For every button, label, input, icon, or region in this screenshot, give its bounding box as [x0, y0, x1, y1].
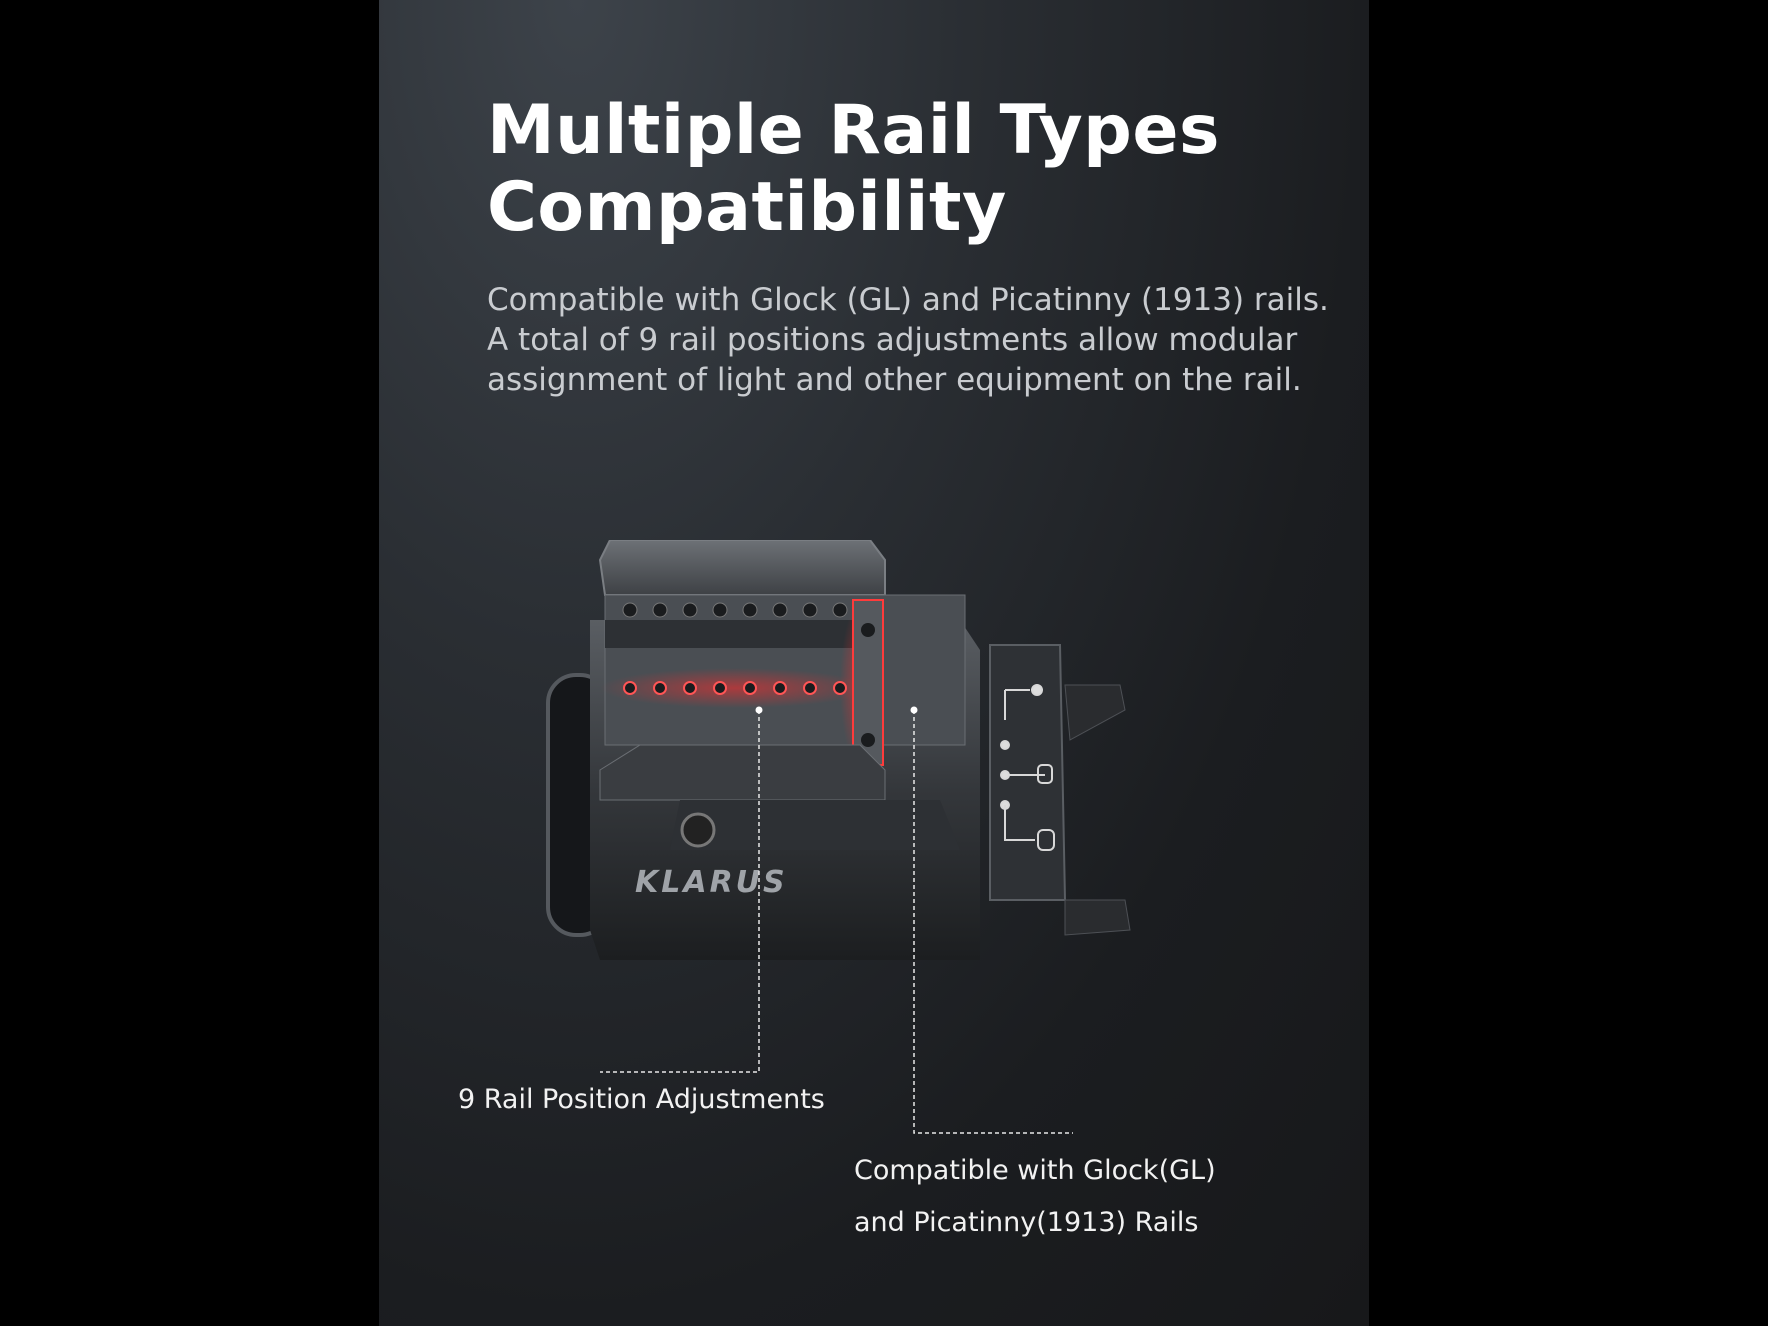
callout-compat-line-1: Compatible with Glock(GL): [854, 1155, 1216, 1186]
rail-highlight: [600, 668, 870, 708]
callout-rail-positions: 9 Rail Position Adjustments: [458, 1084, 825, 1115]
callout-rail-compatibility: Compatible with Glock(GL) and Picatinny(…: [854, 1145, 1216, 1249]
weapon-light-image: KLARUS: [546, 540, 1131, 960]
brand-logo: KLARUS: [635, 865, 788, 900]
title-line-2: Compatibility: [487, 168, 1007, 247]
rear-paddle-top: [1064, 684, 1126, 741]
rail-clamp-bottom: [599, 744, 886, 801]
title-line-1: Multiple Rail Types: [487, 91, 1220, 170]
page-title: Multiple Rail Types Compatibility: [487, 92, 1220, 246]
rail-position-holes: [623, 681, 847, 695]
callout-compat-line-2: and Picatinny(1913) Rails: [854, 1207, 1199, 1238]
description: Compatible with Glock (GL) and Picatinny…: [487, 282, 1329, 398]
rail-clamp-top: [598, 540, 886, 596]
release-button: [680, 812, 716, 848]
rear-paddle-bottom: [1064, 899, 1131, 936]
